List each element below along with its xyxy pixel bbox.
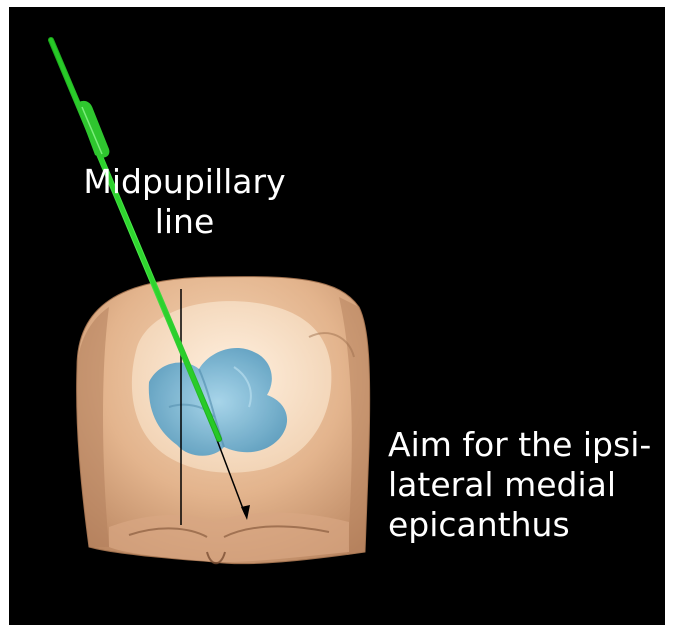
aim-label: Aim for the ipsi- lateral medial epicant…: [388, 425, 651, 545]
midpupillary-label-line1: Midpupillary: [67, 162, 302, 202]
midpupillary-label: Midpupillary line: [67, 162, 302, 242]
aim-label-line1: Aim for the ipsi-: [388, 425, 651, 465]
image-frame: Midpupillary line Aim for the ipsi- late…: [9, 7, 665, 625]
aim-label-line2: lateral medial: [388, 465, 651, 505]
aim-label-line3: epicanthus: [388, 505, 651, 545]
midpupillary-label-line2: line: [67, 202, 302, 242]
